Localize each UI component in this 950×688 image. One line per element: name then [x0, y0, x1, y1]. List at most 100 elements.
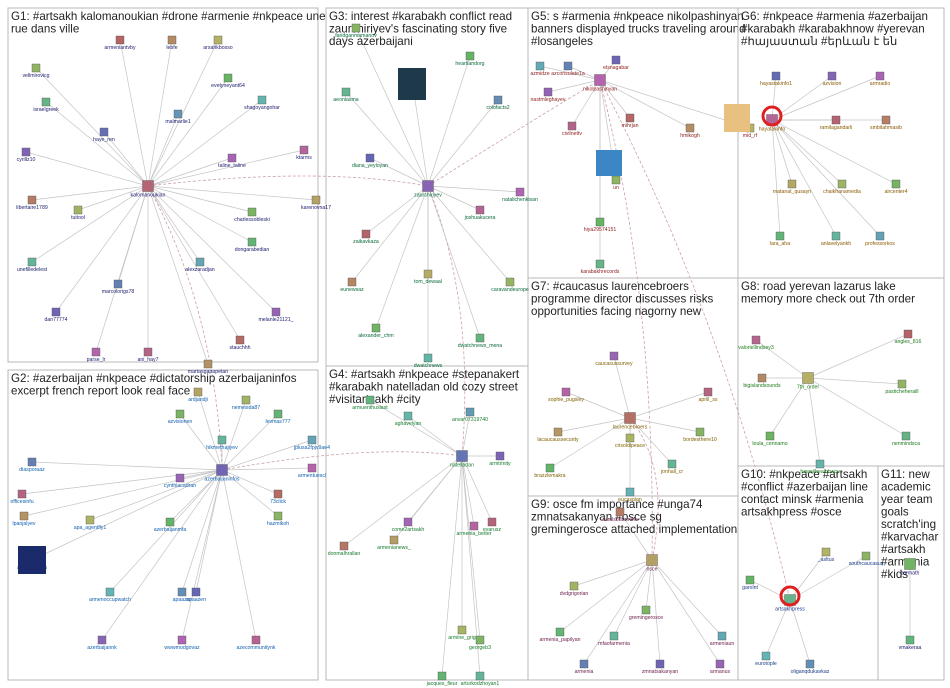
node-armenia-papilyan[interactable]: armenia_papilyan: [540, 627, 581, 643]
node-nikolpashinyan[interactable]: nikolpashinyan: [583, 74, 617, 93]
node-cyrillz10[interactable]: cyrillz10: [17, 147, 36, 163]
node-chaikhanamedia[interactable]: chaikhanamedia: [823, 179, 861, 195]
node-marcolorigs78[interactable]: marcolorigs78: [102, 279, 135, 295]
node-caucasussurvey[interactable]: caucasussurvey: [595, 351, 633, 367]
node-gremingerosce[interactable]: gremingerosce: [629, 605, 663, 621]
node-dan77774[interactable]: dan77774: [44, 307, 68, 323]
node-lacaucaussecurity[interactable]: lacaucaussecurity: [537, 427, 579, 443]
node-oliganqdukavkaz[interactable]: oliganqdukavkaz: [791, 659, 830, 675]
node-cynthiacadran[interactable]: cynthiacadran: [164, 473, 196, 489]
node-azconsulate1a[interactable]: azconsulate1a: [551, 61, 585, 77]
node-azvision[interactable]: azvision: [823, 71, 842, 87]
node-charlessobleski[interactable]: charlessobleski: [234, 207, 270, 223]
node-georgeb3[interactable]: georgeb3: [469, 635, 491, 651]
node-jonhall-cr[interactable]: jonhall_cr: [660, 459, 683, 475]
node-vellmirovicg[interactable]: vellmirovicg: [22, 63, 50, 79]
node-apa-agentfly1[interactable]: apa_agentfly1: [74, 515, 107, 531]
node-eucaspian[interactable]: eucaspian: [618, 487, 642, 503]
node-civilnettv[interactable]: civilnettv: [562, 121, 582, 137]
node-dongarabedian[interactable]: dongarabedian: [235, 237, 270, 253]
node-mihrjan[interactable]: mihrjan: [621, 113, 639, 129]
node-heartlandorg[interactable]: heartlandorg: [455, 51, 485, 67]
node-elsnagabar[interactable]: elsnagabar: [603, 55, 629, 71]
node-azerbaijannk[interactable]: azerbaijannk: [87, 635, 117, 651]
node-arturkodzhoyan1[interactable]: arturkodzhoyan1: [461, 671, 500, 687]
node-hazmikoh[interactable]: hazmikoh: [267, 511, 289, 527]
node-mfaofarmenia[interactable]: mfaofarmenia: [598, 631, 630, 647]
node-armine-grig[interactable]: armine_grig: [448, 625, 476, 641]
node-wwwmodgovaz[interactable]: wwwmodgovaz: [164, 635, 200, 651]
node-jplusa2fpjv9ae4[interactable]: jplusa2fpjv9ae4: [293, 435, 330, 451]
node-armeniantvby[interactable]: armeniantvby: [104, 35, 136, 51]
node-zarmath[interactable]: zarmath: [901, 558, 920, 577]
node-karabakhrecords[interactable]: karabakhrecords: [581, 259, 620, 275]
node-lara-aha[interactable]: lara_aha: [770, 231, 790, 247]
node-vmakeraa[interactable]: vmakeraa: [899, 635, 922, 651]
node-professorkos[interactable]: professorkos: [865, 231, 895, 247]
node-joshuakucera[interactable]: joshuakucera: [464, 205, 496, 221]
node-anvar07319740[interactable]: anvar07319740: [452, 407, 488, 423]
node-eurotople[interactable]: eurotople: [755, 651, 777, 667]
node-apaazru[interactable]: apaazru: [173, 587, 192, 603]
node-dvdgrigorian[interactable]: dvdgrigorian: [560, 581, 589, 597]
node-ramilagandarli[interactable]: ramilagandarli: [820, 115, 853, 131]
node-eunewsaz[interactable]: eunewsaz: [340, 277, 364, 293]
node-arsahkbosso[interactable]: arsahkbosso: [203, 35, 233, 51]
node-kalomanoukian[interactable]: kalomanoukian: [131, 180, 166, 199]
node-armeniaun[interactable]: armeniaun: [710, 631, 735, 647]
node-armenia[interactable]: armenia: [575, 659, 594, 675]
node-armtrinity[interactable]: armtrinity: [489, 451, 511, 467]
node-hawaiihealnowcv[interactable]: hawaiihealnowcv: [800, 459, 840, 475]
node-taline-taline[interactable]: taline_taline: [218, 153, 246, 169]
node-azvisionen[interactable]: azvisionen: [168, 409, 193, 425]
node-malmarlie1[interactable]: malmarlie1: [165, 109, 191, 125]
node-caravandeurope[interactable]: caravandeurope: [491, 277, 529, 293]
node-aeonlasma[interactable]: aeonlasma: [333, 87, 359, 103]
node-7th-order[interactable]: 7th_order: [797, 372, 819, 391]
node-tuitool[interactable]: tuitool: [71, 205, 85, 221]
node-aghavelyan[interactable]: aghavelyan: [395, 411, 422, 427]
node-hmikogh[interactable]: hmikogh: [680, 123, 700, 139]
node-haye-ren[interactable]: haye_ren: [93, 127, 115, 143]
node-armuenthusiast[interactable]: armuenthusiast: [352, 395, 388, 411]
node-armradio[interactable]: armradio: [870, 71, 891, 87]
node-apaazen[interactable]: apaazen: [186, 587, 206, 603]
node-sophie-pugsley[interactable]: sophie_pugsley: [548, 387, 584, 403]
node-aprill-ss[interactable]: aprill_ss: [698, 387, 718, 403]
node-nastmleghayev[interactable]: nastmleghayev: [531, 87, 566, 103]
node-armenoccupwatch[interactable]: armenoccupwatch: [89, 587, 131, 603]
node-natelladan[interactable]: natelladan: [450, 450, 474, 469]
node-martasgapapetan[interactable]: martasgapapetan: [188, 359, 228, 375]
node-evarusz[interactable]: evarusz: [483, 517, 502, 533]
node-anlavelyankh[interactable]: anlavelyankh: [821, 231, 851, 247]
node-smbitahmasib[interactable]: smbitahmasib: [870, 115, 902, 131]
node-brazzlemakra[interactable]: brazzlemakra: [534, 463, 566, 479]
node-come2artsakh[interactable]: come2artsakh: [392, 517, 425, 533]
node-angles-816[interactable]: angles_816: [895, 329, 922, 345]
node-osce[interactable]: osce: [646, 554, 658, 573]
node-bigislandsounds[interactable]: bigislandsounds: [743, 373, 781, 389]
node-asltus[interactable]: _asltus: [817, 547, 835, 563]
node-azerbaijanmfa[interactable]: azerbaijanmfa: [154, 517, 187, 533]
node-southcaucasus[interactable]: southcaucasus: [849, 551, 884, 567]
node-diasporaaz[interactable]: diasporaaz: [19, 457, 45, 473]
node-hayastakinfo1[interactable]: hayastakinfo1: [760, 71, 792, 87]
node-bordesthere10[interactable]: bordesthere10: [683, 427, 717, 443]
node-shagoyangohar[interactable]: shagoyangohar: [244, 95, 280, 111]
node-donmalhrallan[interactable]: donmalhrallan: [328, 541, 361, 557]
node-karenovna17[interactable]: karenovna17: [301, 195, 331, 211]
node-ani-hay7[interactable]: ani_hay7: [137, 347, 159, 363]
node-hiya29574151[interactable]: hiya29574151: [584, 217, 617, 233]
node-crisoldipeace[interactable]: crisoldipeace: [615, 433, 645, 449]
node-laurencebroers[interactable]: laurencebroers: [613, 412, 648, 431]
node-stauchhh[interactable]: stauchhh: [229, 335, 251, 351]
node-faridganmamanov[interactable]: faridganmamanov: [335, 23, 377, 39]
node-alexander-chm[interactable]: alexander_chm: [358, 323, 394, 339]
node-nenmindsca[interactable]: nenmindsca: [892, 431, 920, 447]
node-colofacts2[interactable]: colofacts2: [486, 95, 510, 111]
node-garolnt[interactable]: garolnt: [742, 575, 758, 591]
node-diana-yeyloyan[interactable]: diana_yeyloyan: [352, 153, 388, 169]
node-natalichenkisan[interactable]: natalichenkisan: [502, 187, 538, 203]
node-aircenter4[interactable]: aircenter4: [884, 179, 908, 195]
node-lebfe[interactable]: lebfe: [166, 35, 178, 51]
